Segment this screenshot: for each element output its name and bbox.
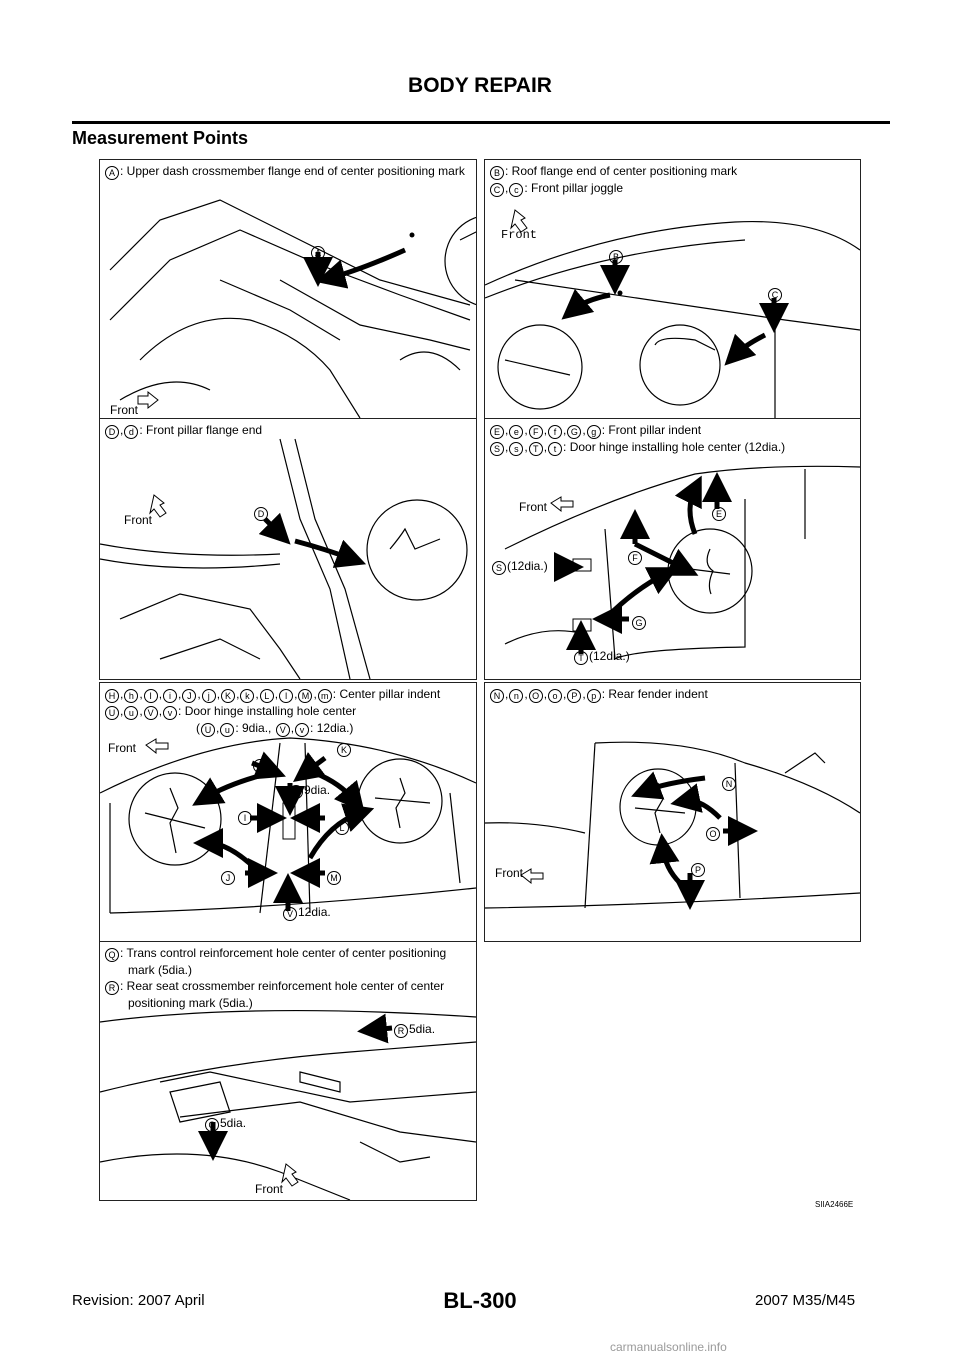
legend-text: positioning mark (5dia.) (128, 996, 253, 1010)
model-label: 2007 M35/M45 (755, 1292, 856, 1309)
marker-o: O (705, 825, 721, 841)
marker-l: L (334, 819, 350, 835)
legend-text: : Door hinge installing hole center (178, 704, 357, 718)
marker-h: H (252, 757, 268, 773)
legend-text: : Upper dash crossmember flange end of c… (120, 164, 465, 178)
marker-e: E (711, 505, 727, 521)
marker-b: B (608, 248, 624, 264)
panel-h-drawing (100, 737, 476, 914)
dimension-s: S(12dia.) (491, 559, 548, 575)
front-label: Front (501, 228, 538, 242)
marker-i: I (237, 809, 253, 825)
marker-p: P (690, 861, 706, 877)
marker-g: G (631, 614, 647, 630)
legend-text: : Front pillar flange end (139, 423, 263, 437)
panel-a: A : Upper dash crossmember flange end of … (99, 159, 477, 419)
panel-q: Q: Trans control reinforcement hole cent… (99, 941, 477, 1201)
front-label: Front (519, 500, 548, 514)
legend-text: : Center pillar indent (332, 687, 441, 701)
panel-a-drawing (109, 199, 476, 418)
marker-f: F (627, 549, 643, 565)
panel-e-legend: E,e,F,f,G,g: Front pillar indent S,s,T,t… (489, 422, 856, 456)
legend-text: : 9dia., (235, 721, 275, 735)
panel-q-legend: Q: Trans control reinforcement hole cent… (104, 945, 472, 1011)
marker-c: C (767, 286, 783, 302)
diagram-code: SIIA2466E (815, 1200, 854, 1209)
front-label: Front (124, 513, 153, 527)
legend-text: : Rear fender indent (601, 687, 708, 701)
panel-d: D,d: Front pillar flange end D Front (99, 418, 477, 680)
front-label: Front (108, 741, 137, 755)
section-title: Measurement Points (72, 128, 249, 148)
marker-j: J (220, 869, 236, 885)
legend-text: : Front pillar indent (601, 423, 702, 437)
dimension-t: T(12dia.) (573, 649, 630, 665)
legend-text: : 12dia.) (310, 721, 354, 735)
panel-d-legend: D,d: Front pillar flange end (104, 422, 472, 439)
watermark: carmanualsonline.info (610, 1340, 727, 1354)
title-rule (72, 121, 890, 124)
page-title: BODY REPAIR (408, 74, 552, 97)
panel-n-legend: N,n,O,o,P,p: Rear fender indent (489, 686, 856, 703)
panel-n-drawing (485, 741, 860, 910)
marker-m: M (326, 869, 342, 885)
panel-a-legend: A: Upper dash crossmember flange end of … (104, 163, 472, 180)
marker-a: A (310, 244, 326, 260)
panel-q-drawing (100, 1009, 476, 1200)
panel-e: E,e,F,f,G,g: Front pillar indent S,s,T,t… (484, 418, 861, 680)
front-label: Front (110, 403, 139, 417)
legend-text: : Front pillar joggle (524, 181, 624, 195)
panel-b: B : Roof flange end of center positioning… (484, 159, 861, 419)
panel-n: N,n,O,o,P,p: Rear fender indent N O P Fr… (484, 682, 861, 942)
panel-d-drawing (100, 438, 468, 679)
panel-h-legend: H,h,I,i,J,j,K,k,L,l,M,m: Center pillar i… (104, 686, 472, 737)
legend-text: : Door hinge installing hole center (12d… (563, 440, 786, 454)
marker-k: K (336, 741, 352, 757)
revision-label: Revision: 2007 April (72, 1292, 205, 1309)
panel-e-drawing (504, 465, 860, 660)
front-label: Front (495, 866, 524, 880)
front-label: Front (255, 1182, 284, 1196)
legend-text: mark (5dia.) (128, 963, 193, 977)
page-number: BL-300 (443, 1288, 517, 1313)
panel-h: H,h,I,i,J,j,K,k,L,l,M,m: Center pillar i… (99, 682, 477, 942)
marker-n: N (721, 775, 737, 791)
marker-d: D (253, 505, 269, 521)
panel-b-legend: B: Roof flange end of center positioning… (489, 163, 856, 197)
legend-text: : Trans control reinforcement hole cente… (120, 946, 447, 960)
panel-b-drawing (485, 209, 860, 418)
legend-text: : Roof flange end of center positioning … (505, 164, 738, 178)
legend-text: : Rear seat crossmember reinforcement ho… (120, 979, 445, 993)
